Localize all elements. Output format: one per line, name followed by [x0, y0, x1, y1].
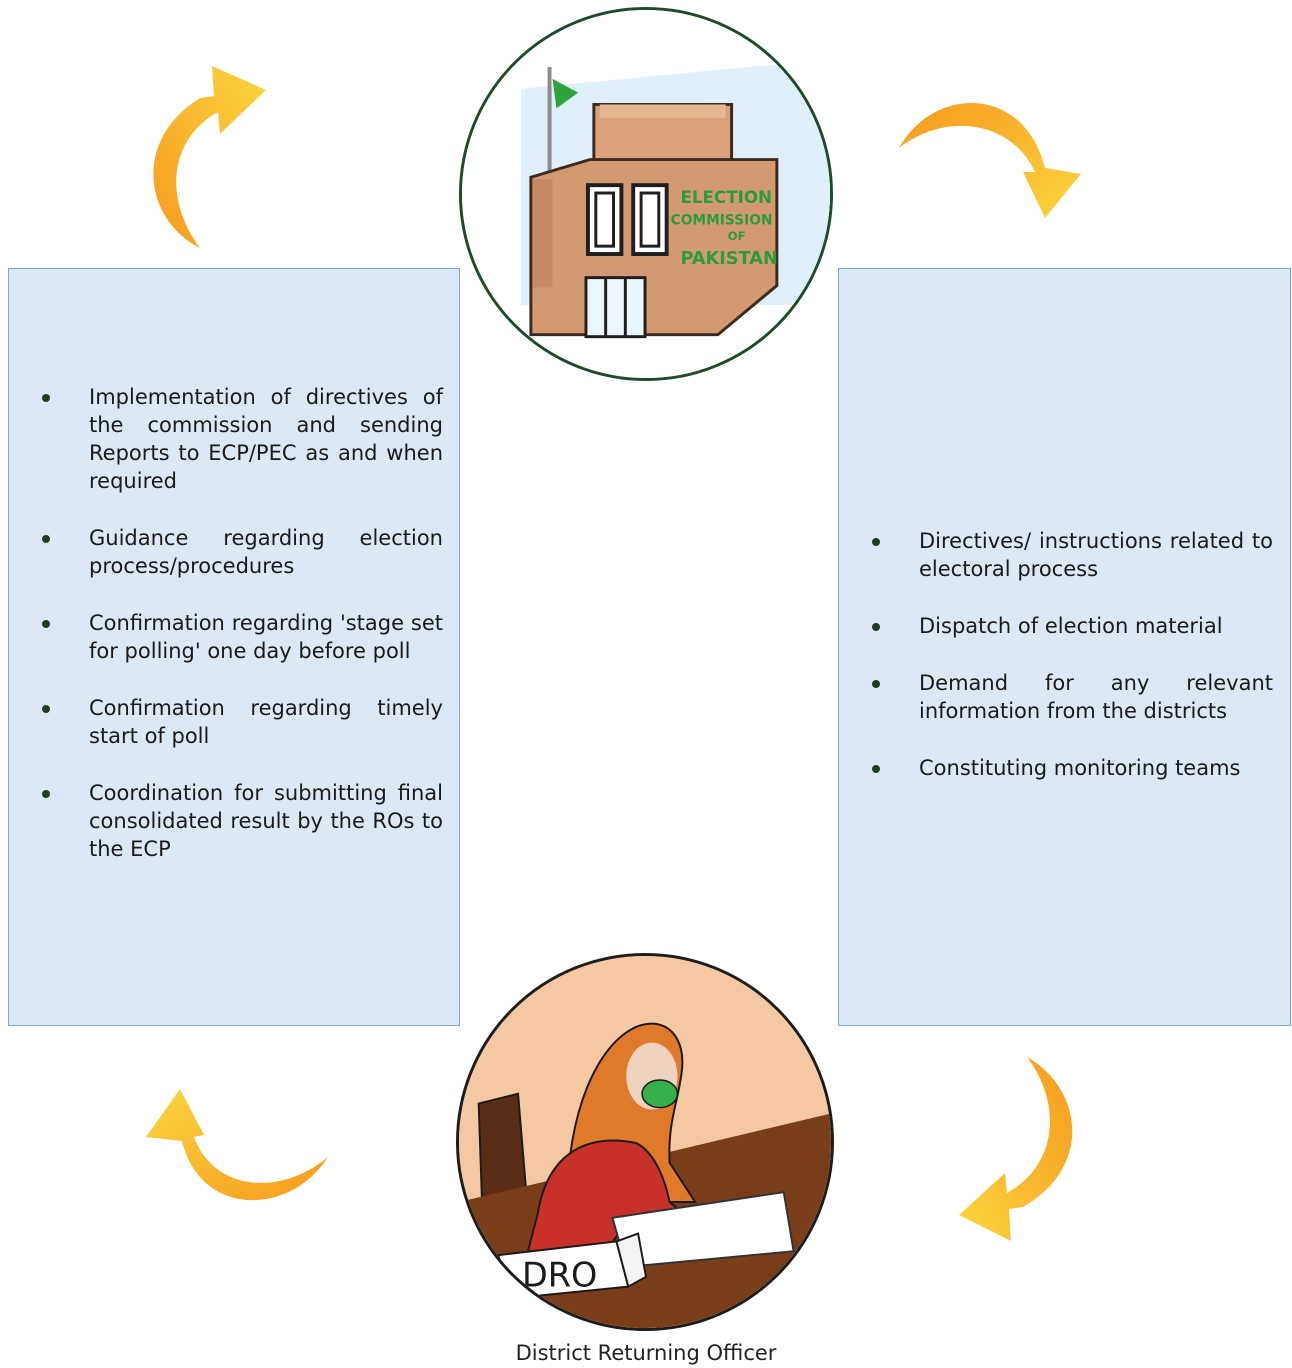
list-item: Confirmation regarding 'stage set for po… — [39, 609, 443, 665]
list-item: Coordination for submitting final consol… — [39, 779, 443, 863]
ecp-building-illustration: ELECTION COMMISSION OF PAKISTAN — [459, 7, 833, 381]
curved-arrow-top-right-icon — [895, 90, 1085, 220]
left-responsibilities-panel: Implementation of directives of the comm… — [8, 268, 460, 1026]
list-item: Directives/ instructions related to elec… — [869, 527, 1273, 583]
left-bullet-list: Implementation of directives of the comm… — [39, 383, 443, 892]
right-responsibilities-panel: Directives/ instructions related to elec… — [838, 268, 1291, 1026]
sign-line4: PAKISTAN — [680, 249, 777, 269]
list-item: Constituting monitoring teams — [869, 754, 1273, 782]
list-item: Implementation of directives of the comm… — [39, 383, 443, 495]
list-item: Confirmation regarding timely start of p… — [39, 694, 443, 750]
dro-caption: District Returning Officer — [515, 1341, 777, 1365]
list-item: Guidance regarding election process/proc… — [39, 524, 443, 580]
curved-arrow-top-left-icon — [138, 60, 274, 250]
dro-nameplate: DRO — [522, 1256, 597, 1295]
list-item: Dispatch of election material — [869, 612, 1273, 640]
sign-line1: ELECTION — [680, 187, 772, 207]
list-item: Demand for any relevant information from… — [869, 669, 1273, 725]
curved-arrow-bottom-right-icon — [955, 1055, 1085, 1245]
sign-line3: OF — [728, 229, 746, 243]
curved-arrow-bottom-left-icon — [140, 1085, 330, 1215]
sign-line2: COMMISSION — [671, 213, 773, 229]
dro-officer-illustration: DRO — [456, 953, 834, 1331]
right-bullet-list: Directives/ instructions related to elec… — [869, 527, 1273, 811]
